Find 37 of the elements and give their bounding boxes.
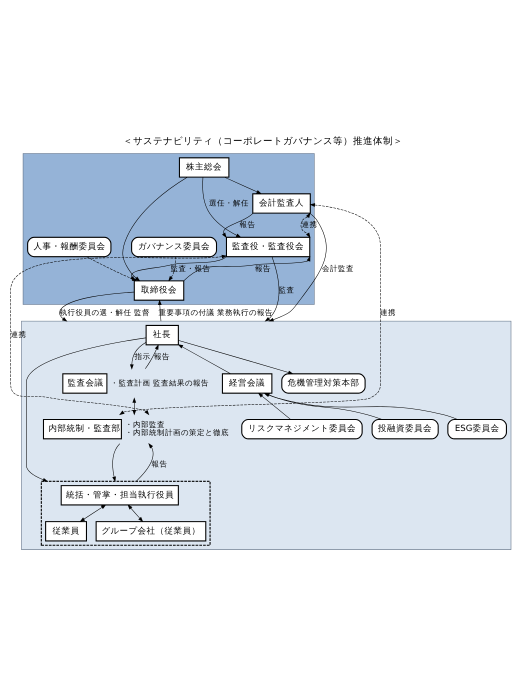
arrow [264, 256, 280, 322]
node-box: 社長 [146, 324, 179, 346]
arrow [127, 504, 144, 522]
node-box: 統括・管掌・担当執行役員 [60, 485, 179, 506]
arrow [168, 256, 176, 282]
cluster [40, 480, 211, 546]
arrow [300, 212, 310, 238]
node-box: 取締役会 [134, 280, 184, 301]
arrow [178, 344, 231, 374]
node-box: 危機管理対策本部 [281, 373, 366, 394]
arrow [222, 212, 254, 238]
arrow [183, 256, 310, 282]
arrow [119, 203, 381, 416]
node-box: 投融資委員会 [372, 418, 439, 440]
node-box: 人事・報酬委員会 [27, 236, 112, 258]
node-box: 監査役・監査役会 [226, 236, 310, 258]
arrow [268, 212, 326, 322]
node-box: 経営会議 [222, 373, 272, 394]
arrow [202, 177, 242, 238]
node-box: 株主総会 [178, 157, 230, 178]
node-box: ガバナンス委員会 [131, 236, 218, 258]
arrow [145, 344, 159, 370]
arrow [178, 340, 294, 374]
node-box: リスクマネジメント委員会 [241, 418, 363, 440]
arrow [80, 504, 106, 522]
arrow [136, 443, 154, 482]
arrow [130, 342, 146, 370]
node-box: ESG委員会 [447, 418, 507, 440]
arrow [10, 254, 228, 416]
arrow [59, 292, 134, 322]
node-box: 会計監査人 [252, 193, 311, 214]
arrow [112, 443, 120, 482]
arrow [224, 176, 262, 194]
node-box: グループ会社（従業員） [96, 521, 206, 542]
diagram-title: ＜サステナビリティ（コーポレートガバナンス等）推進体制＞ [123, 136, 403, 148]
node-box: 従業員 [45, 521, 87, 542]
arrow [26, 338, 146, 482]
